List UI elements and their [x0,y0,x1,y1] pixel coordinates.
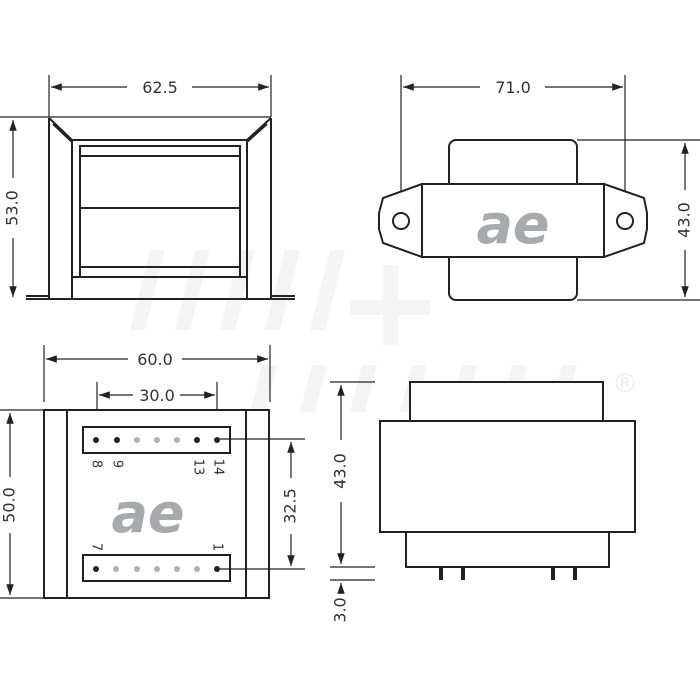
logo: ae [476,193,549,256]
top-view: 71.0 ae 43.0 [378,75,700,301]
dim-top-height: 43.0 [675,202,694,238]
dim-front-width: 62.5 [142,78,178,97]
pin-label-14: 14 [211,459,226,476]
pin-row-top [93,437,220,443]
pin-label-1: 1 [210,543,225,551]
pin-label-8: 8 [89,460,104,468]
pin-row-bottom [93,566,220,572]
pin-label-7: 7 [89,543,104,551]
dim-pin-spacing: 30.0 [139,386,175,405]
pin-label-13: 13 [191,459,206,476]
dim-pin-length: 3.0 [331,597,350,622]
registered-mark: ® [612,369,638,399]
side-view: 43.0 3.0 [330,381,636,623]
pins [439,567,577,580]
front-view: 62.5 53.0 [0,75,295,300]
dim-bottom-width: 60.0 [137,350,173,369]
bottom-view: 60.0 30.0 8 9 13 14 7 1 ae 32.5 50.0 [0,345,305,599]
pin-label-9: 9 [110,460,125,468]
dim-row-spacing: 32.5 [281,488,300,524]
dim-top-width: 71.0 [495,78,531,97]
dim-side-height: 43.0 [331,453,350,489]
logo: ae [111,482,184,545]
dim-bottom-depth: 50.0 [0,487,19,523]
dim-front-height: 53.0 [3,190,22,226]
